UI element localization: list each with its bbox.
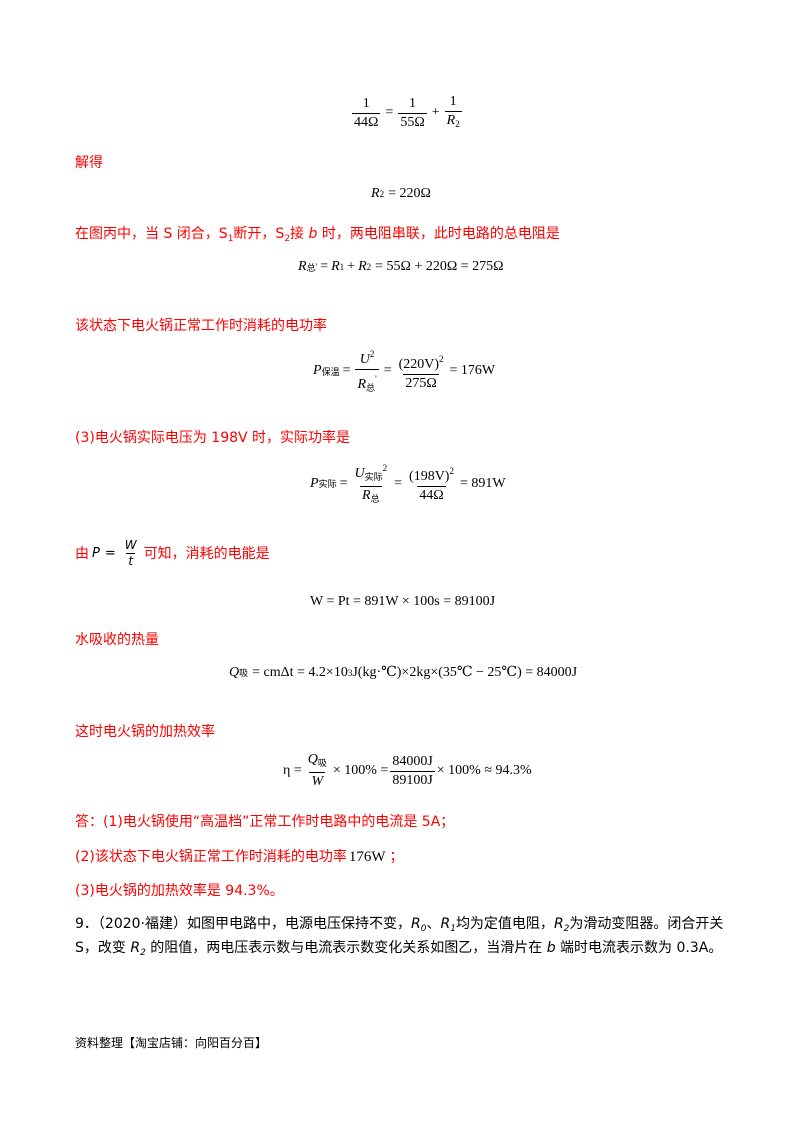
text-jiede: 解得 [75,155,103,171]
answer-1: 答：(1)电火锅使用“高温档”正常工作时电路中的电流是 5A； [75,814,455,830]
footer-source: 资料整理【淘宝店铺：向阳百分百】 [75,1036,268,1050]
text-state-power: 该状态下电火锅正常工作时消耗的电功率 [75,318,327,334]
answer-2: (2)该状态下电火锅正常工作时消耗的电功率 176W ； [75,849,404,865]
text-efficiency: 这时电火锅的加热效率 [75,724,215,740]
equation-energy: W = Pt = 891W × 100s = 89100J [310,594,496,609]
text-question-3: (3)电火锅实际电压为 198V 时，实际功率是 [75,430,351,446]
equation-efficiency: η = Q吸 W × 100% = 84000J 89100J × 100% ≈… [283,752,532,789]
answer-3: (3)电火锅的加热效率是 94.3%。 [75,883,284,899]
question-9-line-2: S，改变 R2 的阻值，两电压表示数与电流表示数变化关系如图乙，当滑片在 b 端… [75,940,723,958]
text-water-heat: 水吸收的热量 [75,632,159,648]
text-figure-c: 在图丙中，当 S 闭合，S1断开，S2接 b 时，两电阻串联，此时电路的总电阻是 [75,226,560,244]
question-9-line-1: 9．（2020·福建）如图甲电路中，电源电压保持不变，R0、R1均为定值电阻，R… [75,916,724,934]
